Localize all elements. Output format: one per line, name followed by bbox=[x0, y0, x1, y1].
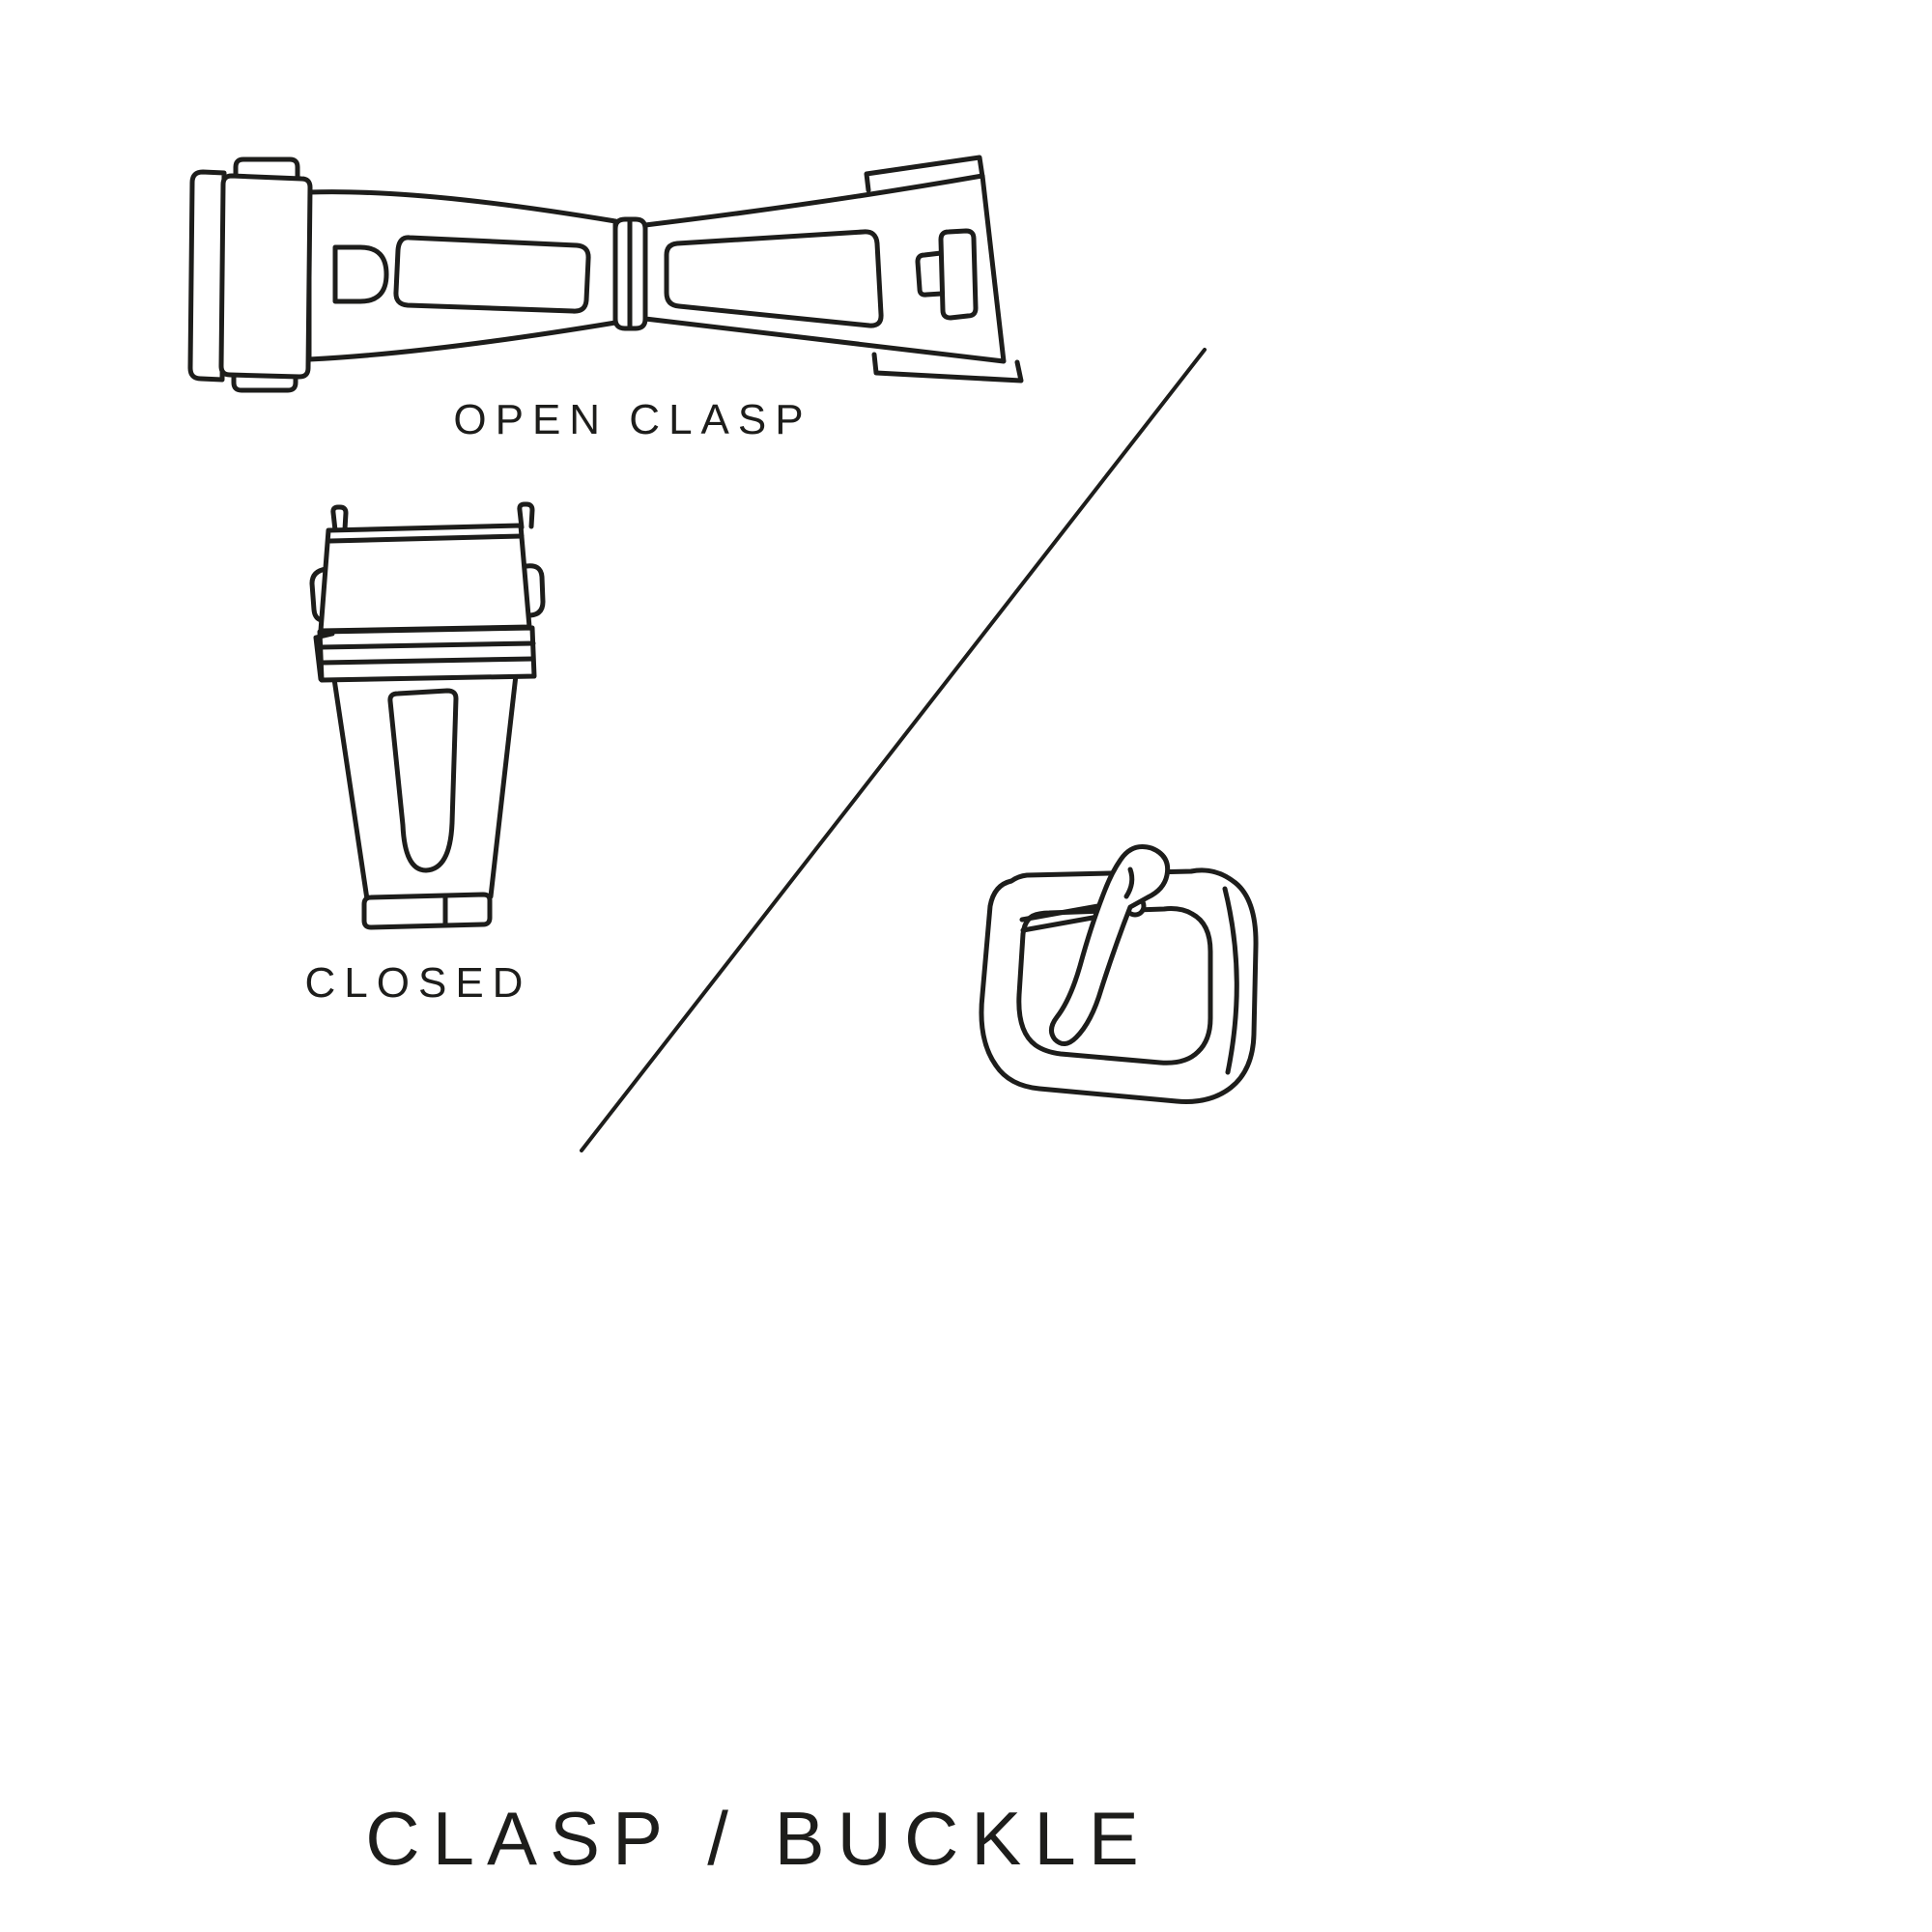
closed-clasp-band-notch bbox=[313, 631, 335, 682]
open-clasp-illustration bbox=[187, 155, 1024, 393]
divider-line bbox=[580, 348, 1207, 1152]
closed-clasp-body bbox=[331, 672, 519, 902]
open-clasp-right-bottom-step bbox=[871, 352, 1024, 384]
closed-clasp-illustration bbox=[309, 501, 546, 930]
open-clasp-catch-hook bbox=[915, 250, 945, 298]
closed-clasp-inner-strip bbox=[387, 688, 459, 873]
closed-clasp-left-prong bbox=[330, 504, 349, 533]
open-clasp-left-inner-outline bbox=[393, 235, 591, 314]
closed-clasp-band-line-1 bbox=[318, 640, 536, 650]
open-clasp-d-cutout bbox=[332, 244, 389, 304]
open-clasp-right-inner-outline bbox=[664, 229, 884, 328]
closed-clasp-band-line-2 bbox=[319, 656, 536, 666]
closed-clasp-right-prong bbox=[517, 501, 535, 530]
closed-clasp-band bbox=[317, 625, 537, 683]
tang-buckle-illustration bbox=[979, 844, 1259, 1104]
closed-clasp-bottom-cap bbox=[361, 892, 493, 930]
open-clasp-catch-bracket bbox=[938, 228, 979, 321]
buckle-tongue bbox=[1049, 844, 1171, 1046]
open-clasp-right-blade bbox=[642, 173, 1007, 364]
open-clasp-right-top-step bbox=[864, 155, 985, 193]
open-clasp-roll-edge bbox=[187, 169, 227, 383]
closed-clasp-top-box-line bbox=[327, 533, 525, 544]
open-clasp-left-block bbox=[218, 173, 313, 380]
open-clasp-left-blade bbox=[306, 189, 618, 362]
page-title: CLASP / BUCKLE bbox=[365, 1796, 1151, 1881]
closed-clasp-right-ear bbox=[524, 563, 546, 618]
closed-clasp-top-box bbox=[318, 523, 532, 634]
buckle-edge-thickness-line bbox=[1222, 886, 1239, 1075]
open-clasp-label: OPEN CLASP bbox=[453, 396, 812, 443]
closed-clasp-label: CLOSED bbox=[304, 959, 532, 1007]
buckle-tongue-fold-line bbox=[1123, 867, 1135, 899]
